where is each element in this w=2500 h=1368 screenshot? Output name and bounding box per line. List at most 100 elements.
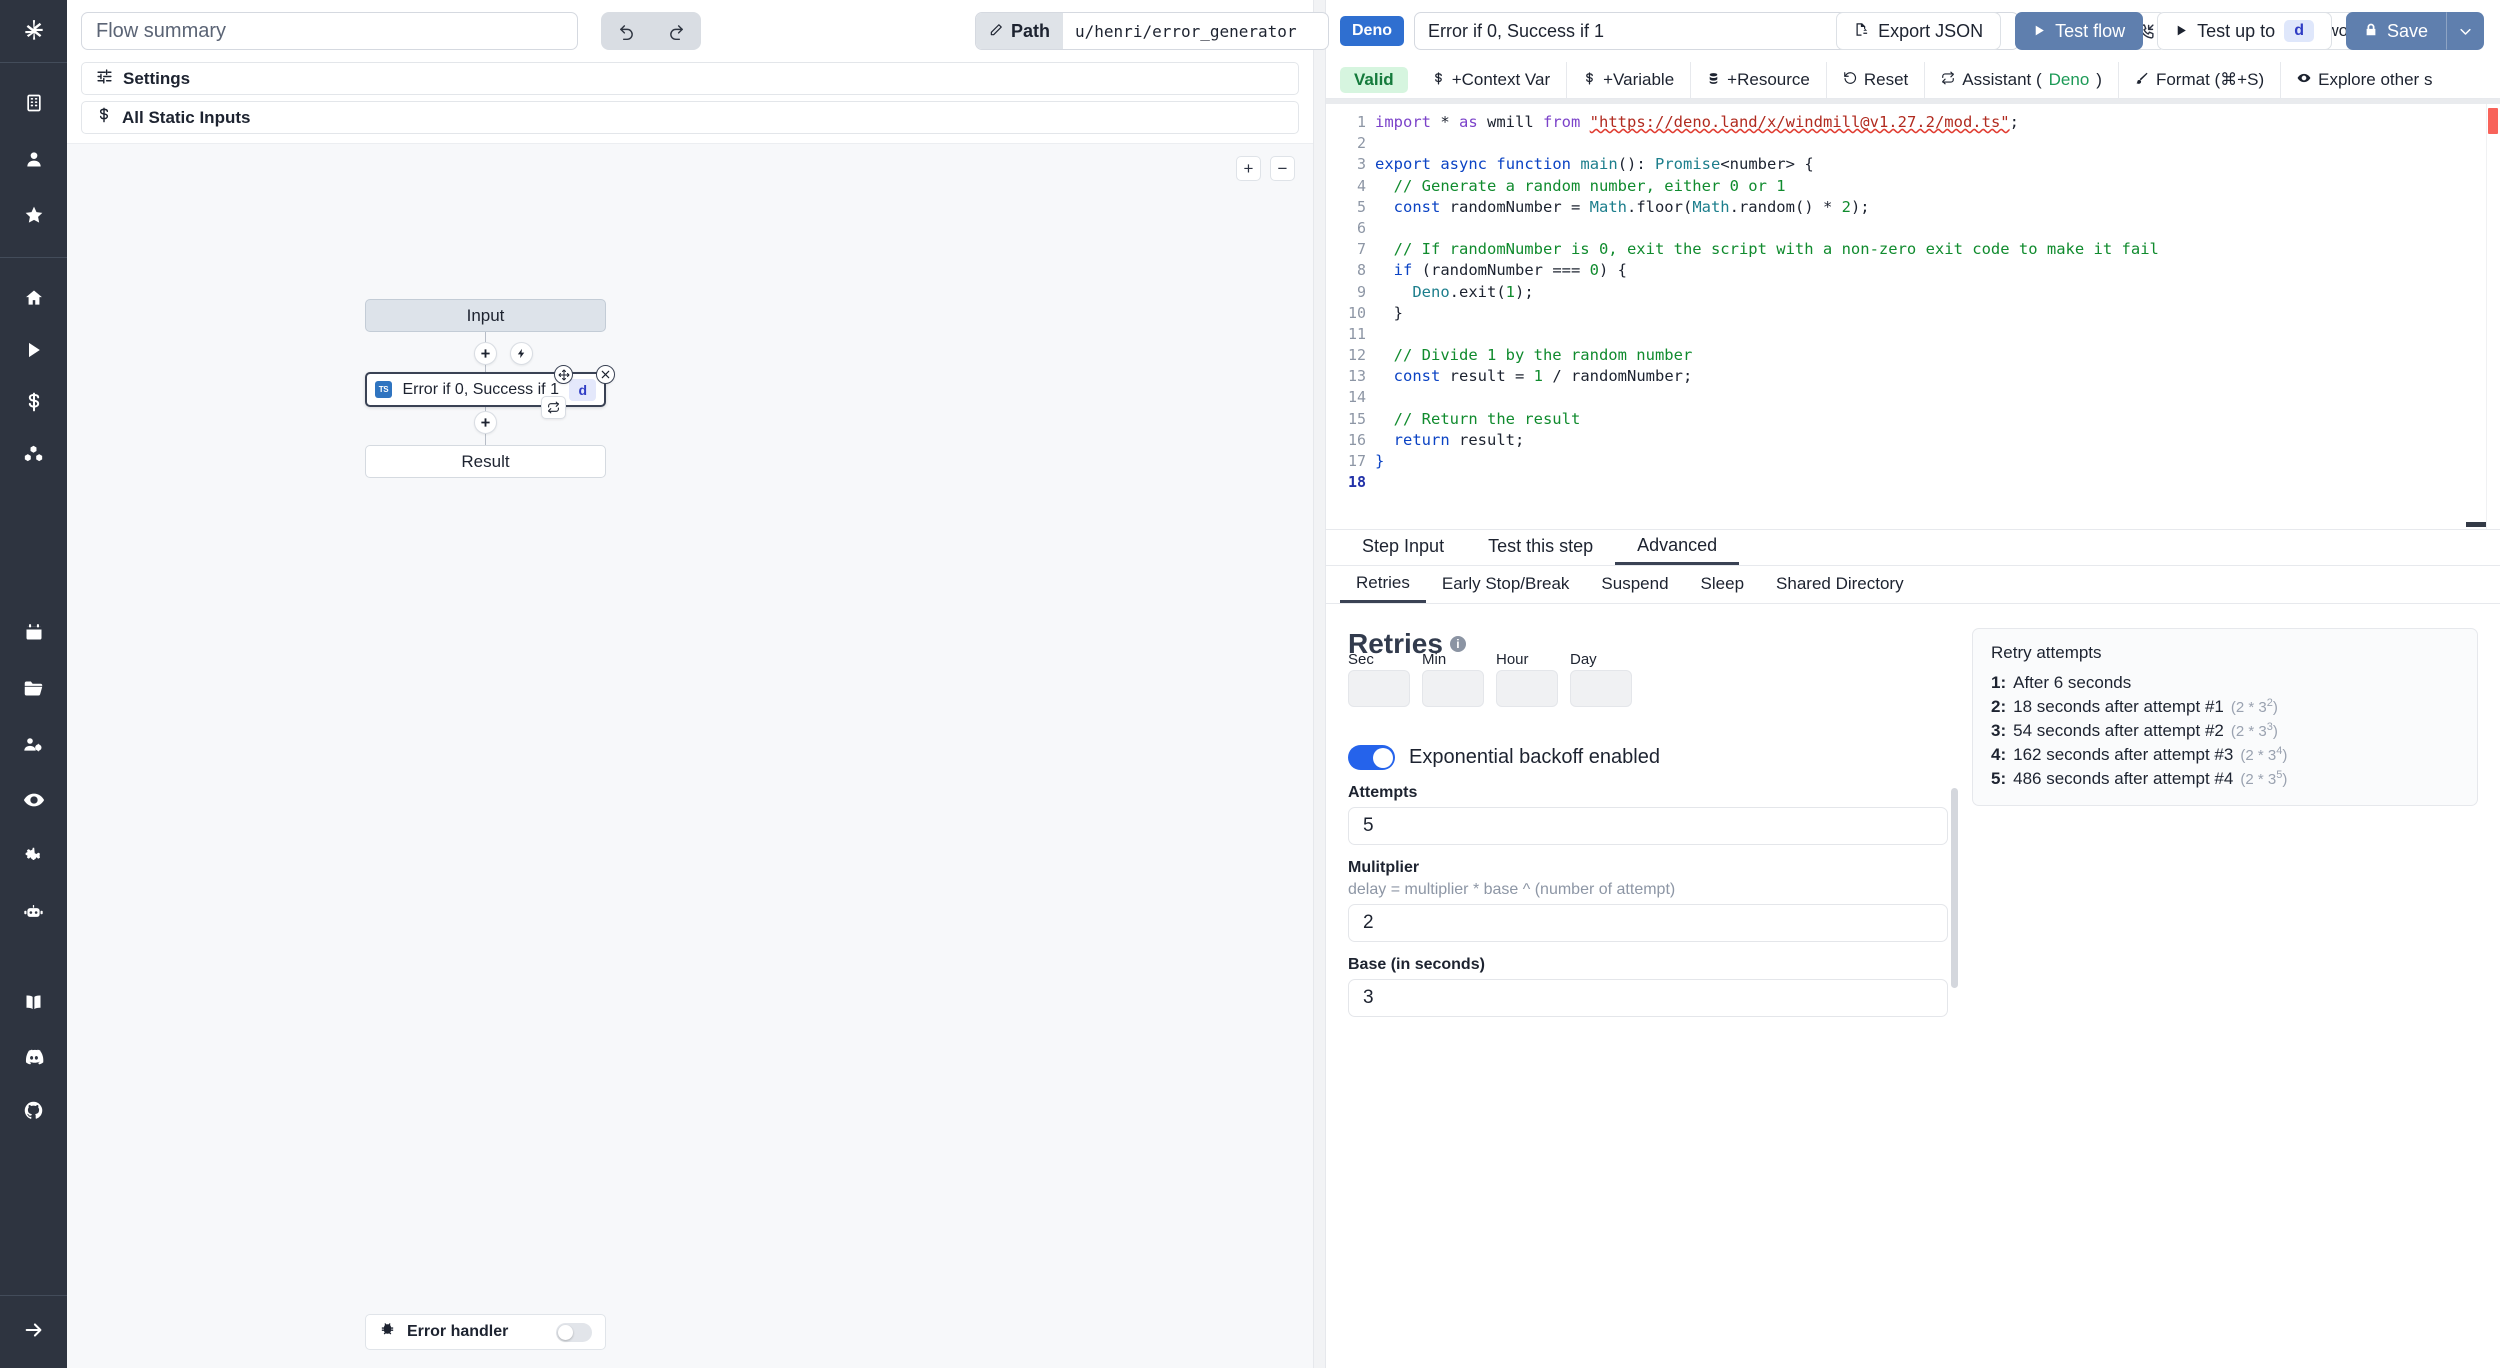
code-line[interactable]: const randomNumber = Math.floor(Math.ran… <box>1375 197 2500 218</box>
tab-variable[interactable]: +Variable <box>1567 62 1692 98</box>
unit-sec-input[interactable] <box>1348 670 1410 707</box>
code-line[interactable]: // Return the result <box>1375 409 2500 430</box>
unit-min-input[interactable] <box>1422 670 1484 707</box>
code-line[interactable]: Deno.exit(1); <box>1375 282 2500 303</box>
add-step-below-icon[interactable] <box>474 411 497 434</box>
arrow-right-icon[interactable] <box>0 1306 67 1354</box>
error-handler-toggle[interactable] <box>556 1322 592 1342</box>
dollar-icon[interactable] <box>0 378 67 426</box>
bolt-icon[interactable] <box>510 342 533 365</box>
github-icon[interactable] <box>0 1086 67 1134</box>
pane-splitter[interactable] <box>1313 0 1326 1368</box>
backoff-row: Exponential backoff enabled <box>1348 745 1948 770</box>
blocks-icon[interactable] <box>0 430 67 478</box>
code-line[interactable]: // Generate a random number, either 0 or… <box>1375 176 2500 197</box>
tab-resource[interactable]: +Resource <box>1691 62 1827 98</box>
tab-retries[interactable]: Retries <box>1340 565 1426 603</box>
calendar-icon[interactable] <box>0 608 67 656</box>
editor-top-scrollbar[interactable] <box>1326 99 2500 104</box>
book-icon[interactable] <box>0 978 67 1026</box>
add-step-above-icon[interactable] <box>474 342 497 365</box>
tab-reset[interactable]: Reset <box>1827 62 1926 98</box>
tab-assistant[interactable]: Assistant ( Deno ) <box>1925 62 2119 98</box>
zoom-in-button[interactable]: + <box>1236 156 1261 181</box>
test-up-to-button[interactable]: Test up to d <box>2157 12 2332 50</box>
export-json-button[interactable]: Export JSON <box>1836 12 2002 50</box>
exponential-backoff-toggle[interactable] <box>1348 745 1395 770</box>
info-icon[interactable]: i <box>1449 636 1466 652</box>
robot-icon[interactable] <box>0 888 67 936</box>
folder-icon[interactable] <box>0 664 67 712</box>
flow-summary-input[interactable]: Flow summary <box>81 12 578 50</box>
export-json-label: Export JSON <box>1878 20 1984 41</box>
home-icon[interactable] <box>0 274 67 322</box>
error-handler-card[interactable]: Error handler <box>365 1314 606 1350</box>
tab-test-this-step[interactable]: Test this step <box>1488 536 1594 556</box>
building-icon[interactable] <box>0 79 67 127</box>
code-line[interactable] <box>1375 472 2500 493</box>
code-line[interactable]: if (randomNumber === 0) { <box>1375 260 2500 281</box>
user-icon[interactable] <box>0 135 67 183</box>
unit-day-input[interactable] <box>1570 670 1632 707</box>
rail-group-mid <box>0 608 67 936</box>
path-label-chip[interactable]: Path <box>976 13 1064 49</box>
base-input[interactable]: 3 <box>1348 979 1948 1017</box>
code-line[interactable]: export async function main(): Promise<nu… <box>1375 154 2500 175</box>
attempts-input[interactable]: 5 <box>1348 807 1948 845</box>
code-line[interactable]: // If randomNumber is 0, exit the script… <box>1375 239 2500 260</box>
editor-vertical-scrollbar[interactable] <box>2486 104 2500 529</box>
test-flow-button[interactable]: Test flow <box>2015 12 2144 50</box>
retry-icon[interactable] <box>541 396 566 419</box>
tab-sleep[interactable]: Sleep <box>1700 574 1745 593</box>
unit-hour-input[interactable] <box>1496 670 1558 707</box>
code-line[interactable] <box>1375 218 2500 239</box>
retries-panel: Retries i Sec Min Hour <box>1326 604 2500 1368</box>
move-icon[interactable] <box>554 365 573 384</box>
code-line[interactable] <box>1375 133 2500 154</box>
path-input[interactable]: u/henri/error_generator <box>1075 21 1297 41</box>
chevron-down-icon[interactable] <box>2446 12 2484 50</box>
node-result[interactable]: Result <box>365 445 606 478</box>
save-button[interactable]: Save <box>2345 12 2446 50</box>
play-icon[interactable] <box>0 326 67 374</box>
database-icon <box>1707 70 1720 90</box>
redo-icon[interactable] <box>651 12 701 50</box>
eye-icon[interactable] <box>0 776 67 824</box>
tab-suspend[interactable]: Suspend <box>1601 574 1669 593</box>
undo-icon[interactable] <box>601 12 651 50</box>
retry-attempt-row: 2:18 seconds after attempt #1(2 * 32) <box>1991 695 2459 719</box>
tab-explore-other-scripts[interactable]: Explore other s <box>2281 62 2448 98</box>
tab-early-stop-break[interactable]: Early Stop/Break <box>1441 574 1570 593</box>
retries-scrollbar[interactable] <box>1951 788 1958 988</box>
node-input[interactable]: Input <box>365 299 606 332</box>
tab-step-input[interactable]: Step Input <box>1362 536 1445 556</box>
code-line[interactable]: } <box>1375 303 2500 324</box>
tab-context-var[interactable]: +Context Var <box>1416 62 1568 98</box>
tab-assistant-suffix: ) <box>2096 70 2102 89</box>
tab-shared-directory[interactable]: Shared Directory <box>1776 574 1904 593</box>
tab-format[interactable]: Format (⌘+S) <box>2119 62 2282 98</box>
gear-icon[interactable] <box>0 832 67 880</box>
flow-canvas[interactable]: + − Input TS Error if 0, Success if 1 d … <box>67 143 1313 1368</box>
code-line[interactable]: import * as wmill from "https://deno.lan… <box>1375 112 2500 133</box>
panel-all-static-inputs[interactable]: All Static Inputs <box>81 101 1299 134</box>
code-line[interactable]: // Divide 1 by the random number <box>1375 345 2500 366</box>
close-icon[interactable] <box>596 365 615 384</box>
code-line[interactable]: const result = 1 / randomNumber; <box>1375 366 2500 387</box>
code-line[interactable]: } <box>1375 451 2500 472</box>
code-line[interactable] <box>1375 324 2500 345</box>
windmill-logo-icon[interactable] <box>0 0 67 62</box>
star-icon[interactable] <box>0 191 67 239</box>
editor-code-content[interactable]: import * as wmill from "https://deno.lan… <box>1375 99 2500 529</box>
panel-settings[interactable]: Settings <box>81 62 1299 95</box>
editor-horizontal-scrollbar[interactable] <box>2466 522 2486 527</box>
zoom-out-button[interactable]: − <box>1270 156 1295 181</box>
multiplier-input[interactable]: 2 <box>1348 904 1948 942</box>
discord-icon[interactable] <box>0 1032 67 1080</box>
code-line[interactable] <box>1375 387 2500 408</box>
users-cog-icon[interactable] <box>0 720 67 768</box>
code-line[interactable]: return result; <box>1375 430 2500 451</box>
test-up-to-label: Test up to <box>2197 20 2276 41</box>
tab-advanced[interactable]: Advanced <box>1615 528 1740 565</box>
